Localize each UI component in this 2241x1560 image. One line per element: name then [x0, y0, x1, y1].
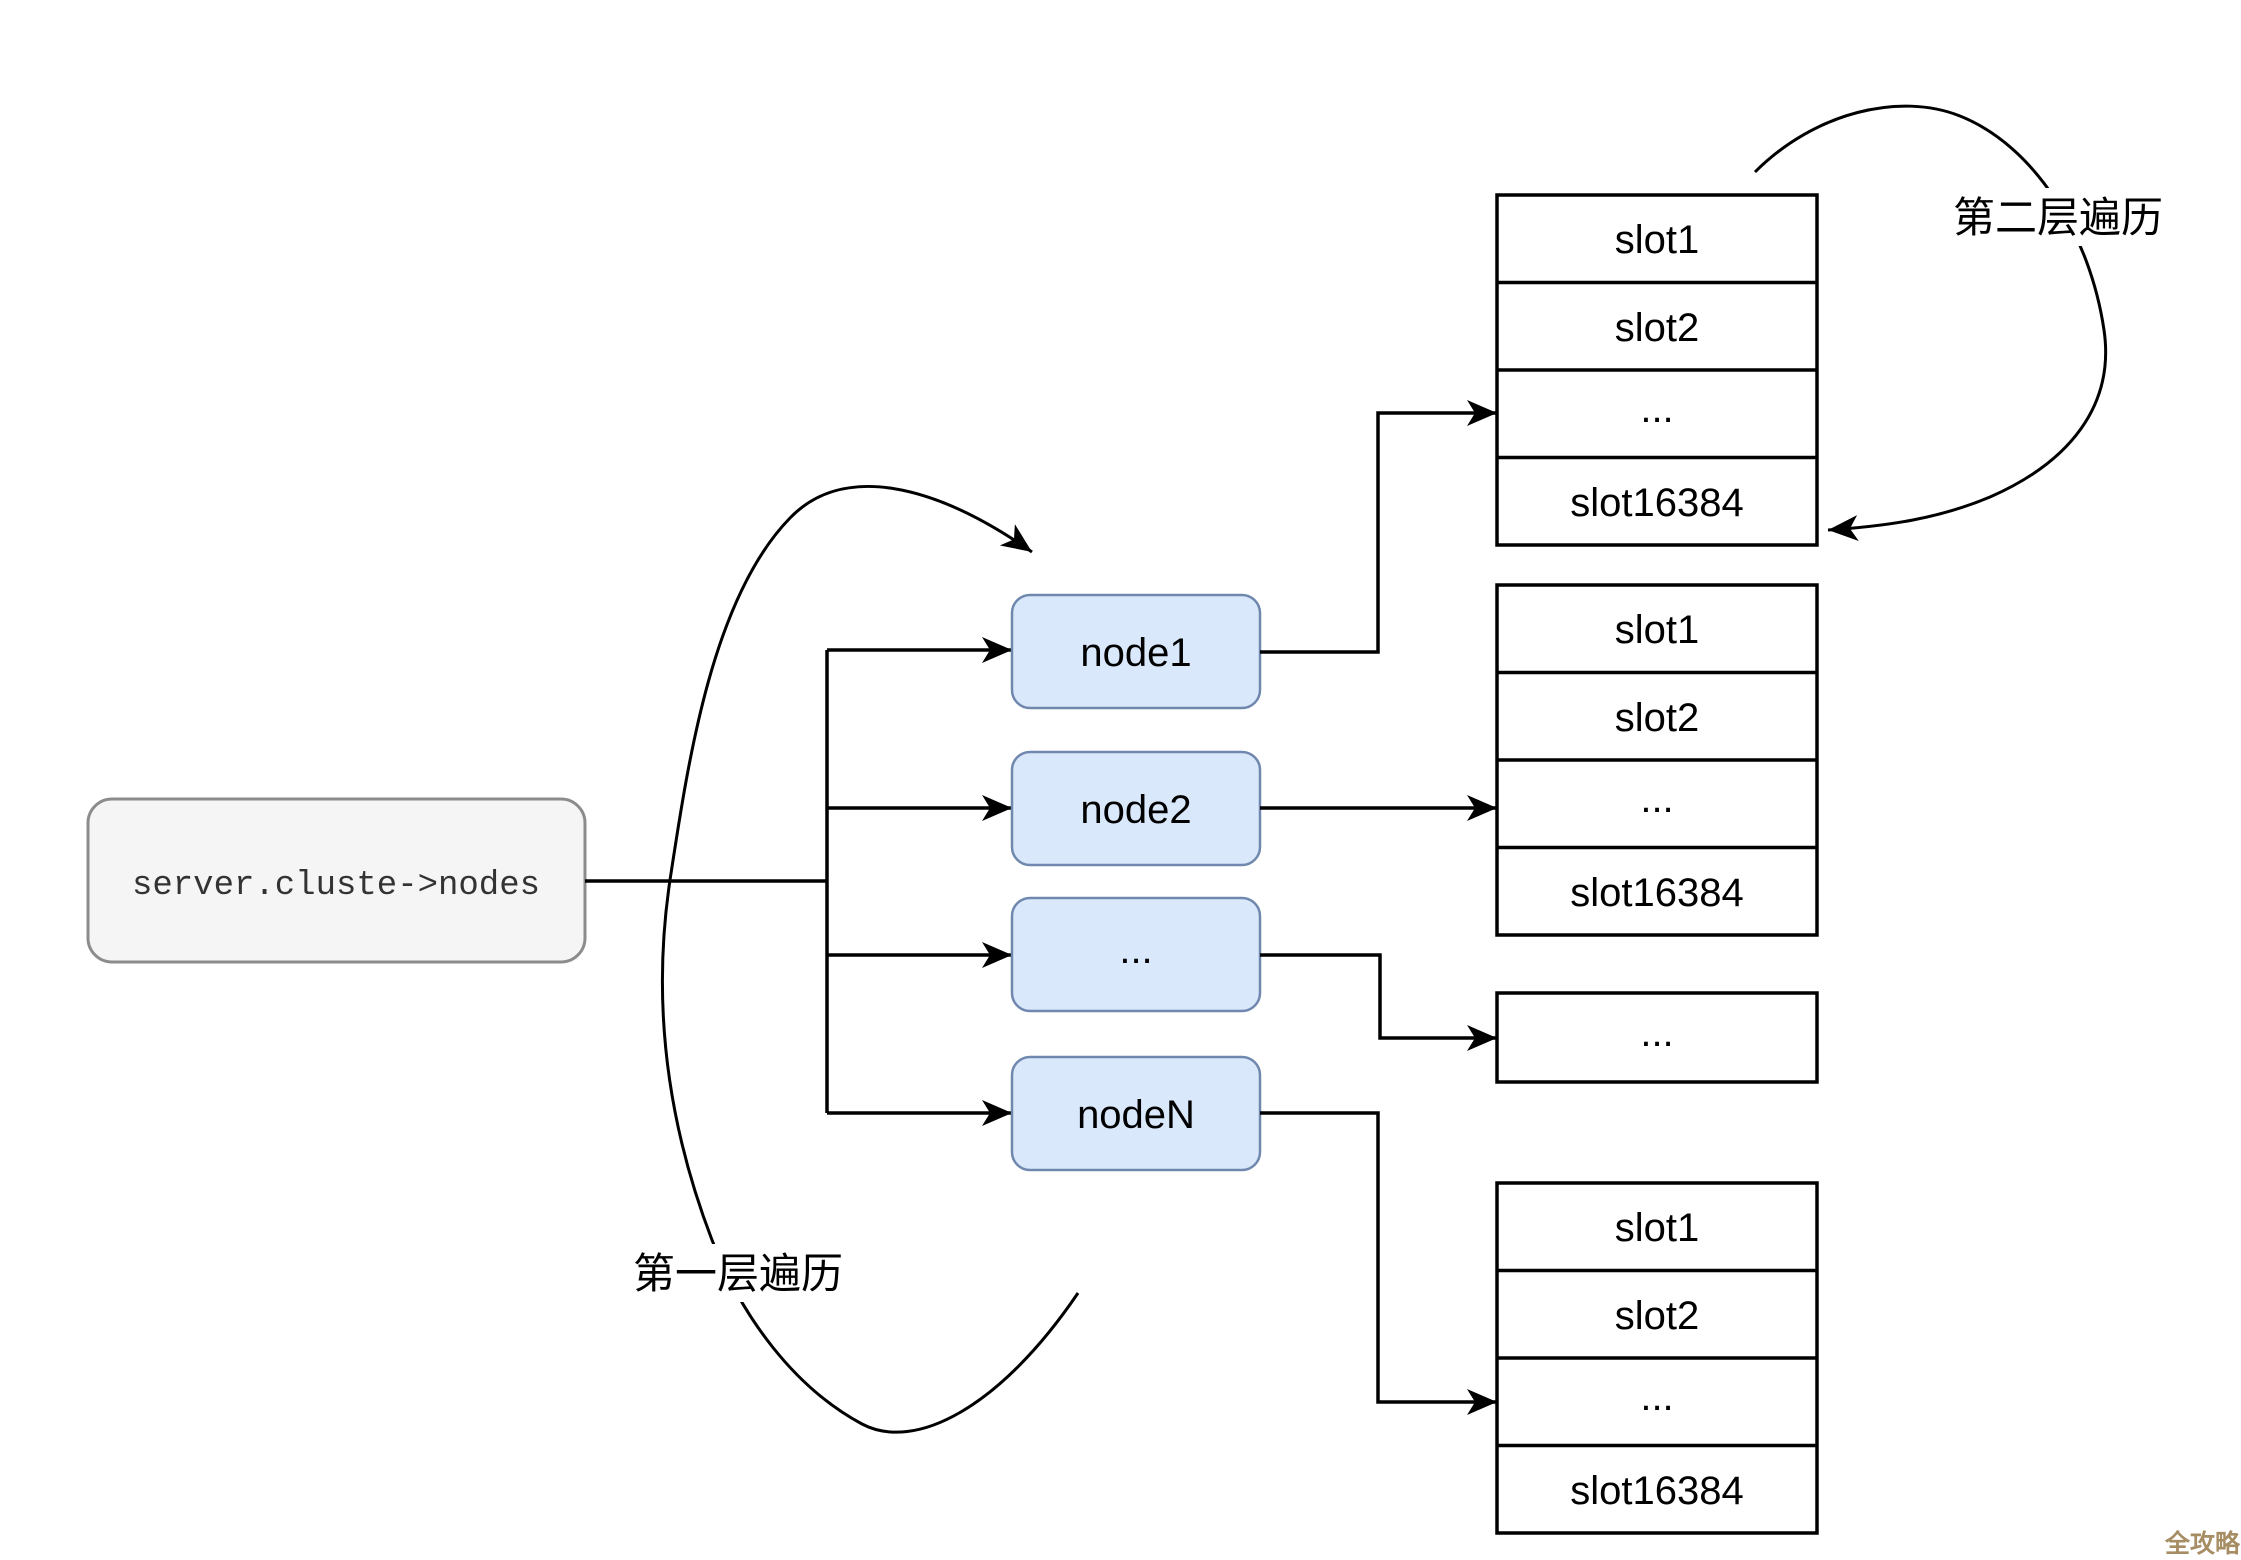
node-ellipsis-box: ... — [1010, 896, 1262, 1013]
first-layer-traversal-arrow — [660, 485, 1080, 1434]
node1-label: node1 — [1080, 631, 1191, 675]
node2-label: node2 — [1080, 788, 1191, 832]
node-ellipsis-label: ... — [1119, 928, 1152, 972]
slot-row: slot16384 — [1570, 1469, 1743, 1513]
slot-table-3: slot1 slot2 ... slot16384 — [1495, 1181, 1819, 1535]
slot-row: slot16384 — [1570, 871, 1743, 915]
slot-row: slot2 — [1615, 696, 1700, 740]
nodeN-label: nodeN — [1077, 1093, 1195, 1137]
connector-ellipsis-box — [1260, 953, 1497, 1051]
slot-row: slot1 — [1615, 1206, 1700, 1250]
slot-row: ... — [1640, 387, 1673, 431]
slot-ellipsis-label: ... — [1640, 1011, 1673, 1055]
slot-row: slot1 — [1615, 608, 1700, 652]
server-cluster-nodes-label: server.cluste->nodes — [132, 867, 540, 905]
first-layer-label: 第一层遍历 — [633, 1250, 843, 1297]
slot-ellipsis-box: ... — [1495, 991, 1819, 1084]
slot-ellipsis-frame — [1495, 991, 1819, 1084]
watermark: 全攻略 — [2164, 1529, 2241, 1558]
first-layer-annotation: 第一层遍历 — [622, 1244, 854, 1302]
slot-table-1: slot1 slot2 ... slot16384 — [1495, 193, 1819, 547]
first-layer-label-bg — [622, 1244, 854, 1302]
slot-row: slot2 — [1615, 1294, 1700, 1338]
second-layer-label: 第二层遍历 — [1953, 194, 2163, 241]
slot-row: ... — [1640, 777, 1673, 821]
second-layer-traversal-arrow — [1753, 104, 2108, 542]
second-layer-label-bg — [1943, 188, 2175, 246]
slot-row: slot1 — [1615, 218, 1700, 262]
slot-row: slot16384 — [1570, 481, 1743, 525]
second-layer-annotation: 第二层遍历 — [1943, 188, 2175, 246]
slot-table-2: slot1 slot2 ... slot16384 — [1495, 583, 1819, 937]
slot-table-3-row-dividers — [1497, 1268, 1817, 1448]
slot-row: ... — [1640, 1375, 1673, 1419]
node1-box: node1 — [1010, 593, 1262, 710]
slot-table-1-row-dividers — [1497, 280, 1817, 460]
connector-node1-table1 — [1260, 400, 1497, 654]
node2-box: node2 — [1010, 750, 1262, 867]
nodeN-box: nodeN — [1010, 1055, 1262, 1172]
connector-nodeN-table3 — [1260, 1111, 1497, 1415]
server-cluster-nodes-box: server.cluste->nodes — [86, 797, 587, 964]
slot-table-2-row-dividers — [1497, 670, 1817, 850]
slot-row: slot2 — [1615, 306, 1700, 350]
